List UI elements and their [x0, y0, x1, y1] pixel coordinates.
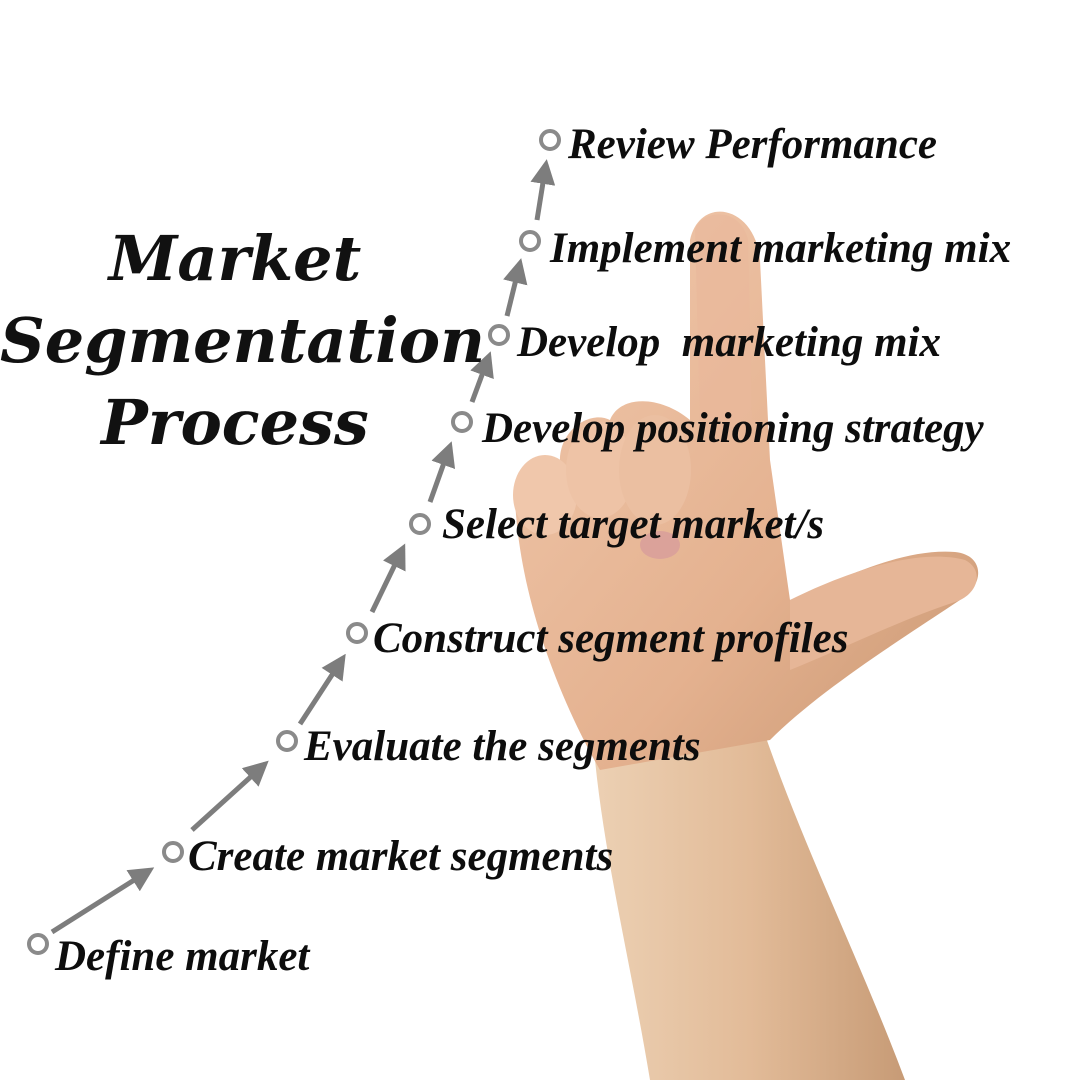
arrow-6	[469, 351, 494, 403]
forearm-shape	[595, 720, 905, 1080]
step-node-5	[409, 513, 431, 535]
step-node-2	[162, 841, 184, 863]
step-node-9	[539, 129, 561, 151]
diagram-title: Market Segmentation Process	[0, 218, 486, 464]
title-line-3: Process	[101, 386, 369, 459]
arrow-1	[50, 867, 155, 935]
step-label-construct-profiles: Construct segment profiles	[373, 615, 849, 662]
step-label-develop-mix: Develop marketing mix	[517, 319, 941, 366]
step-node-8	[519, 230, 541, 252]
arrow-4	[369, 543, 406, 614]
arrow-3	[297, 653, 346, 726]
title-line-1: Market	[108, 222, 362, 295]
step-label-implement-mix: Implement marketing mix	[550, 225, 1012, 272]
step-label-create-segments: Create market segments	[188, 833, 614, 880]
arrow-2	[190, 760, 269, 832]
step-label-evaluate-segments: Evaluate the segments	[304, 723, 701, 770]
step-label-define-market: Define market	[55, 933, 310, 980]
step-node-4	[346, 622, 368, 644]
step-label-review-performance: Review Performance	[568, 121, 937, 168]
step-label-select-target: Select target market/s	[442, 501, 825, 548]
arrow-5	[427, 441, 456, 503]
step-node-1	[27, 933, 49, 955]
step-node-6	[451, 411, 473, 433]
arrow-7	[503, 258, 528, 317]
step-node-7	[488, 324, 510, 346]
step-node-3	[276, 730, 298, 752]
title-line-2: Segmentation	[0, 304, 486, 377]
step-label-positioning-strategy: Develop positioning strategy	[482, 405, 984, 452]
arrow-8	[530, 159, 556, 221]
